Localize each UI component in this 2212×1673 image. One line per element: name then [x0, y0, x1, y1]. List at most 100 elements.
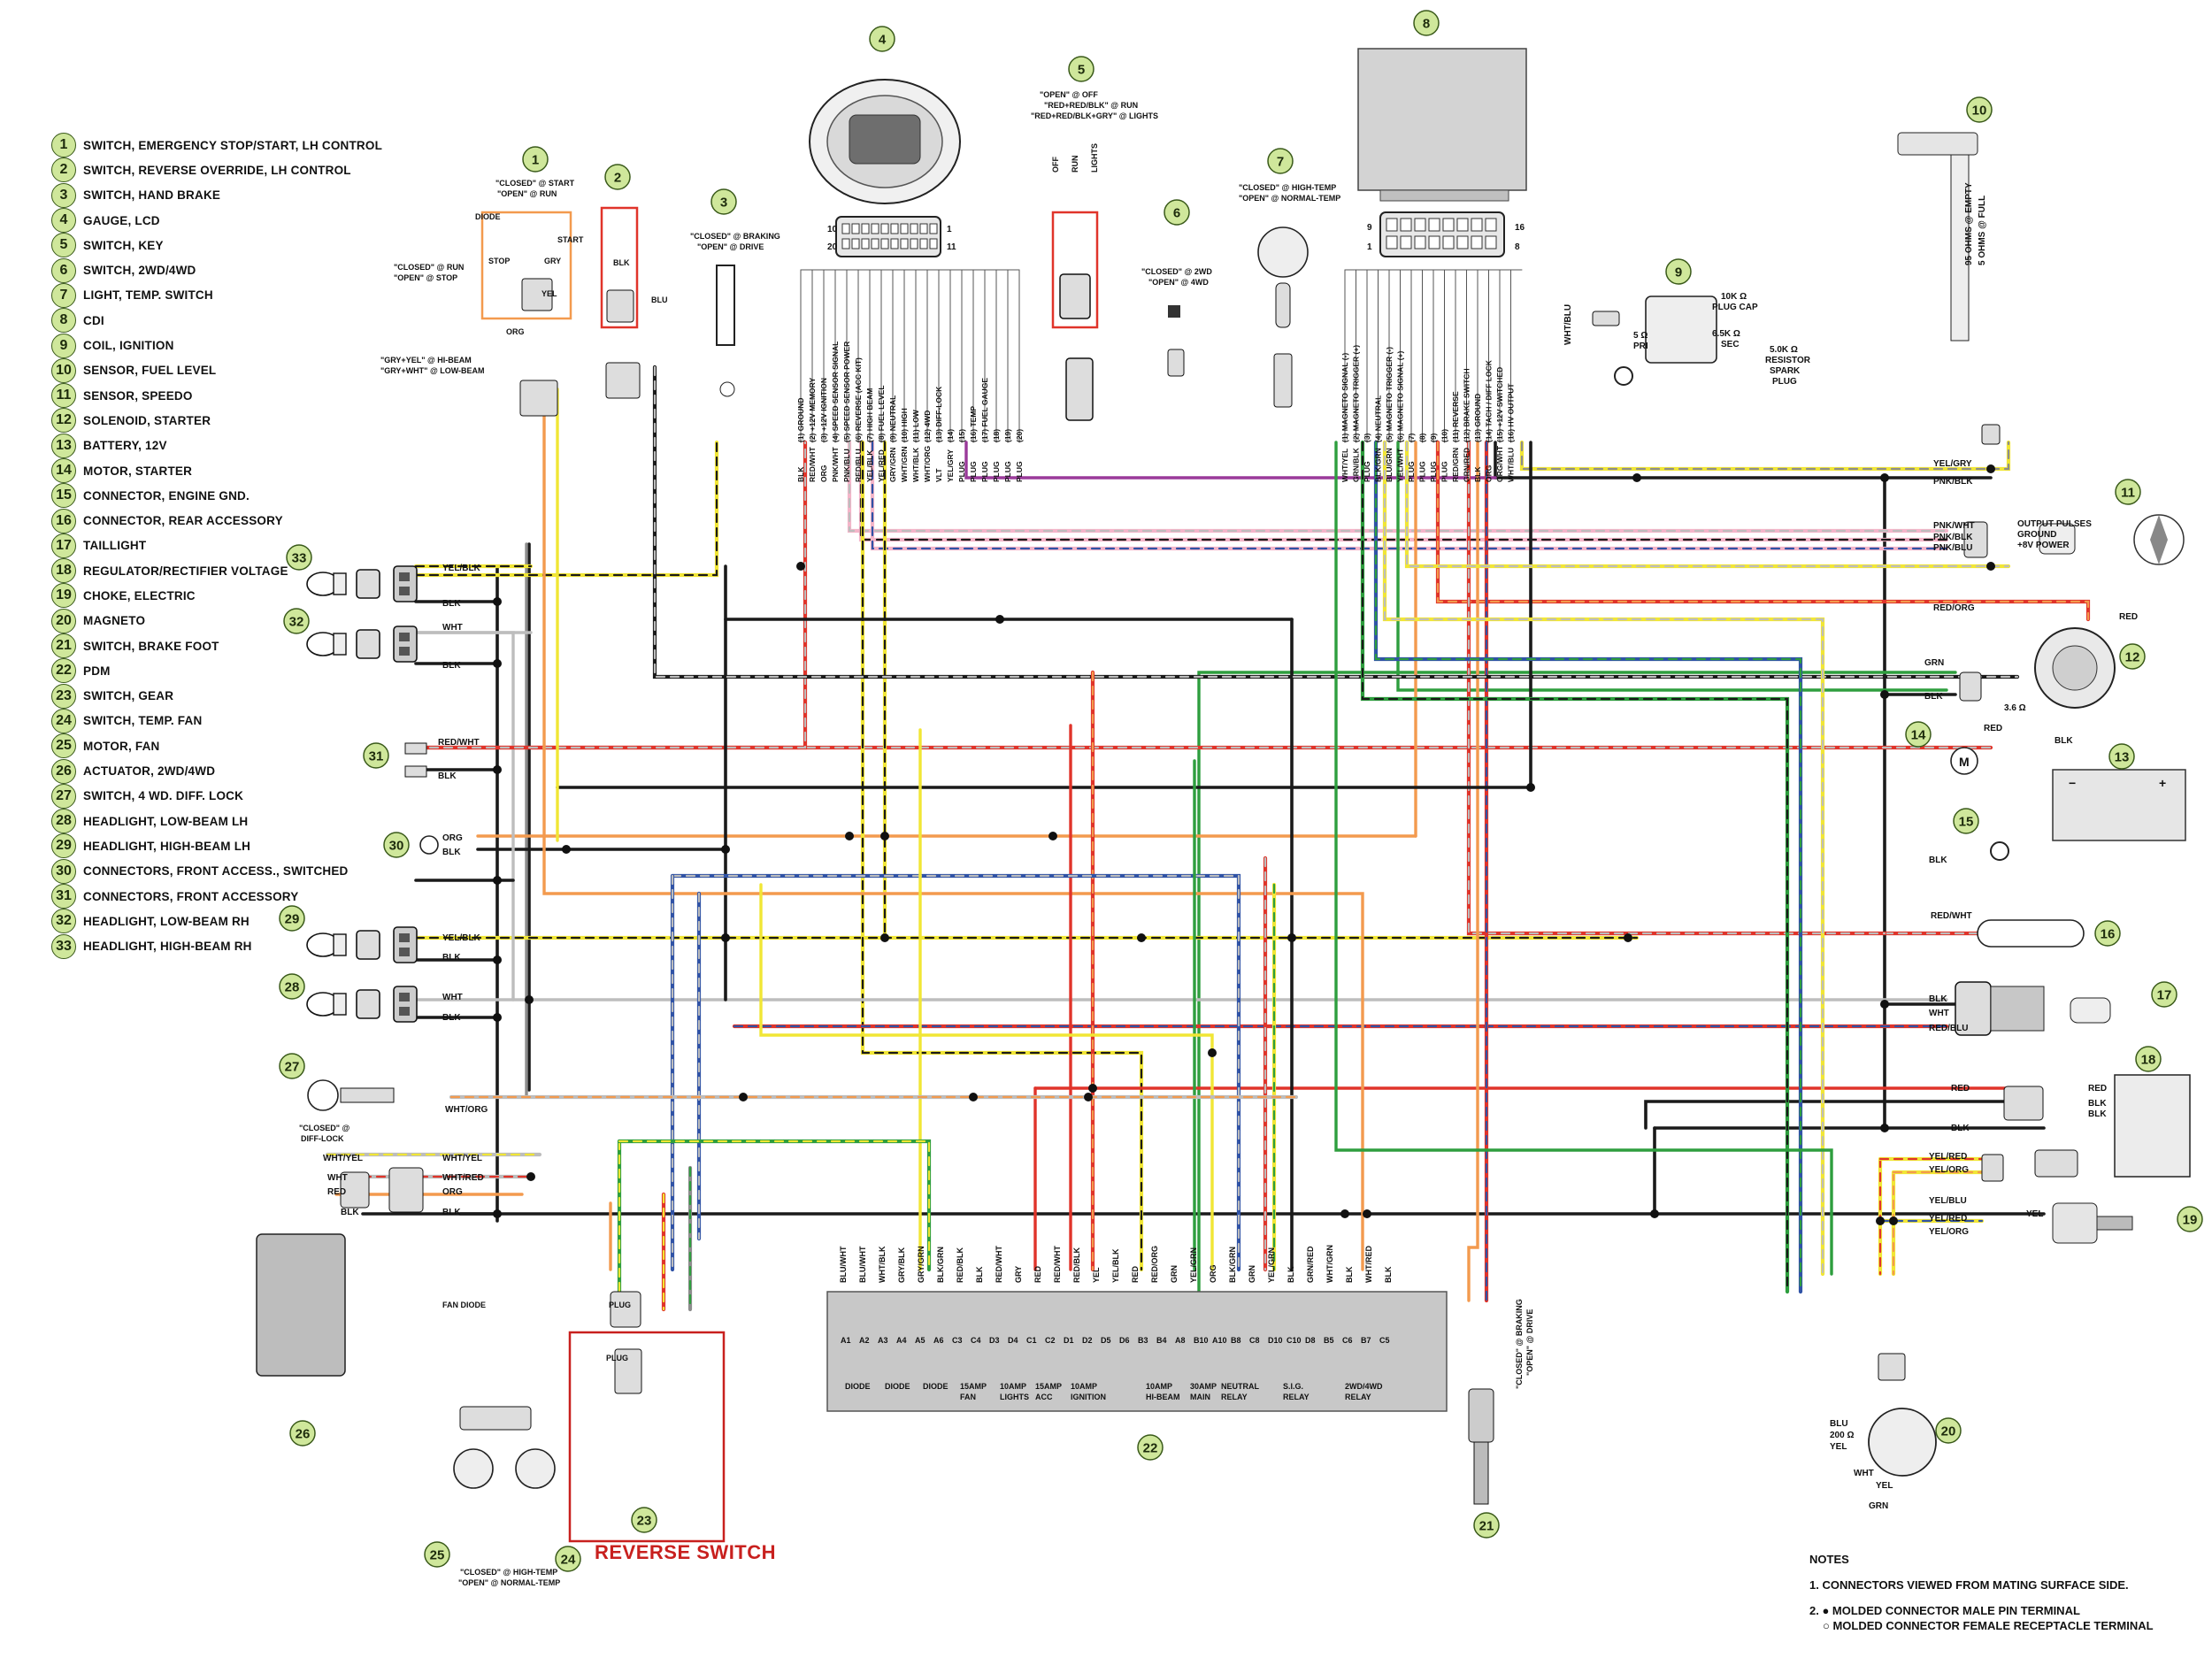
- callout-number: 18: [2141, 1053, 2156, 1068]
- legend-label: SOLENOID, STARTER: [83, 413, 211, 427]
- diagram-text: BLK/GRN: [1374, 448, 1383, 482]
- diagram-text: 11: [947, 242, 956, 252]
- legend-label: BATTERY, 12V: [83, 439, 167, 453]
- wire-stripe: [848, 441, 1948, 533]
- legend-number: 3: [51, 182, 76, 208]
- junction-dot: [526, 1172, 535, 1181]
- diagram-text: WHT: [1854, 1469, 1874, 1478]
- diagram-text: BLK: [1473, 466, 1482, 482]
- junction-dot: [995, 615, 1004, 624]
- gear-switch-plug: [614, 1348, 642, 1394]
- callout-number: 12: [2125, 650, 2140, 665]
- diagram-text: 8: [1515, 242, 1520, 252]
- diagram-text: 20: [827, 242, 838, 252]
- junction-dot: [493, 1013, 502, 1022]
- pin: [841, 238, 850, 249]
- diagram-text: BLK: [442, 661, 461, 671]
- diagram-text: WHT/ORG: [445, 1105, 488, 1115]
- diagram-text: WHT/BLU: [1507, 448, 1516, 482]
- callout-number: 9: [1675, 265, 1682, 280]
- reverse-switch-frame: [568, 1331, 726, 1543]
- legend-label: SENSOR, FUEL LEVEL: [83, 364, 217, 378]
- callout-circle: [1473, 1512, 1500, 1539]
- wire: [542, 388, 1364, 1271]
- diagram-text: (8): [1418, 433, 1427, 442]
- legend-number: 26: [51, 758, 76, 784]
- diagram-text: GRN: [1869, 1501, 1888, 1511]
- diagram-text: YEL/GRN: [1267, 1247, 1276, 1283]
- diagram-text: (7) HIGH BEAM: [865, 388, 874, 442]
- callout-circle: [2151, 981, 2177, 1008]
- diagram-text: RED/BLU: [854, 449, 863, 482]
- diagram-text: (8) FUEL LEVEL: [877, 385, 886, 442]
- diagram-text: (17) FUEL GAUGE: [980, 378, 989, 442]
- diagram-text: 16: [1515, 223, 1525, 233]
- diagram-text: A4: [896, 1336, 907, 1345]
- diagram-text: 15AMP: [960, 1382, 987, 1391]
- diagram-text: BLK: [1286, 1266, 1295, 1283]
- diagram-text: B5: [1324, 1336, 1334, 1345]
- wire-stripe: [1436, 441, 2090, 621]
- legend-label: LIGHT, TEMP. SWITCH: [83, 288, 213, 303]
- diagram-text: GRN/RED: [1306, 1246, 1315, 1283]
- legend-number: 17: [51, 533, 76, 558]
- diagram-text: PLUG: [609, 1301, 631, 1309]
- magneto-plug: [1878, 1353, 1906, 1381]
- wire: [670, 873, 1241, 1272]
- diagram-text: GRN: [1248, 1265, 1256, 1283]
- wire-stripe: [861, 441, 1143, 1271]
- wire: [1644, 1100, 2028, 1130]
- diagram-text: RED: [2119, 612, 2138, 622]
- diagram-text: D6: [1119, 1336, 1130, 1345]
- callout-number: 21: [1479, 1519, 1494, 1534]
- headlight-28-connector: [393, 986, 418, 1023]
- diagram-text: (19): [1003, 429, 1012, 442]
- callout-circle: [2119, 643, 2146, 670]
- callout-number: 6: [1173, 206, 1180, 221]
- callout-circle: [1953, 808, 1979, 834]
- legend-number: 6: [51, 257, 76, 283]
- wire: [1360, 440, 1790, 1294]
- junction-dot: [1889, 1216, 1898, 1225]
- legend-number: 10: [51, 357, 76, 383]
- pin: [929, 238, 938, 249]
- wire-stripe: [1405, 441, 2010, 568]
- diagram-text: RED/ORG: [1150, 1246, 1159, 1283]
- diagram-text: RED/WHT: [438, 738, 480, 748]
- diagram-text: LIGHTS: [1000, 1393, 1029, 1401]
- pin: [1428, 235, 1440, 249]
- diagram-text: PLUG: [1015, 461, 1024, 482]
- junction-dot: [969, 1093, 978, 1101]
- junction-dot: [1876, 1216, 1885, 1225]
- wire-stripe: [1467, 441, 1886, 935]
- legend-number: 18: [51, 558, 76, 584]
- diagram-text: GROUND: [2017, 530, 2056, 540]
- diagram-text: (1) GROUND: [796, 397, 805, 442]
- diagram-text: VLT: [934, 468, 943, 482]
- pin: [399, 633, 410, 641]
- callout-number: 10: [1972, 104, 1987, 119]
- wire: [1467, 441, 1479, 1302]
- junction-dot: [880, 832, 889, 840]
- diagram-text: RELAY: [1345, 1393, 1371, 1401]
- diagram-text: 10: [827, 225, 838, 234]
- diagram-text: (12) BRAKE SWITCH: [1463, 368, 1471, 442]
- diagram-text: (14) TACH / DIFF LOCK: [1485, 359, 1494, 442]
- diagram-text: C1: [1026, 1336, 1037, 1345]
- diagram-text: RELAY: [1283, 1393, 1310, 1401]
- wire-stripe: [653, 365, 2019, 679]
- pin: [871, 223, 879, 234]
- choke-body: [2052, 1202, 2098, 1244]
- speedo-sensor: [2039, 523, 2076, 555]
- diagram-text: WHT/BLK: [878, 1246, 887, 1283]
- diagram-text: B3: [1138, 1336, 1148, 1345]
- diagram-text: "OPEN" @ 4WD: [1148, 278, 1209, 287]
- 2wd-switch-body: [1168, 305, 1180, 318]
- diagram-text: BLK: [442, 848, 461, 857]
- gear-switch-connector: [610, 1291, 641, 1328]
- callout-number: 23: [637, 1514, 652, 1529]
- diagram-text: (9): [1429, 433, 1438, 442]
- notes-title: NOTES: [1809, 1553, 1849, 1566]
